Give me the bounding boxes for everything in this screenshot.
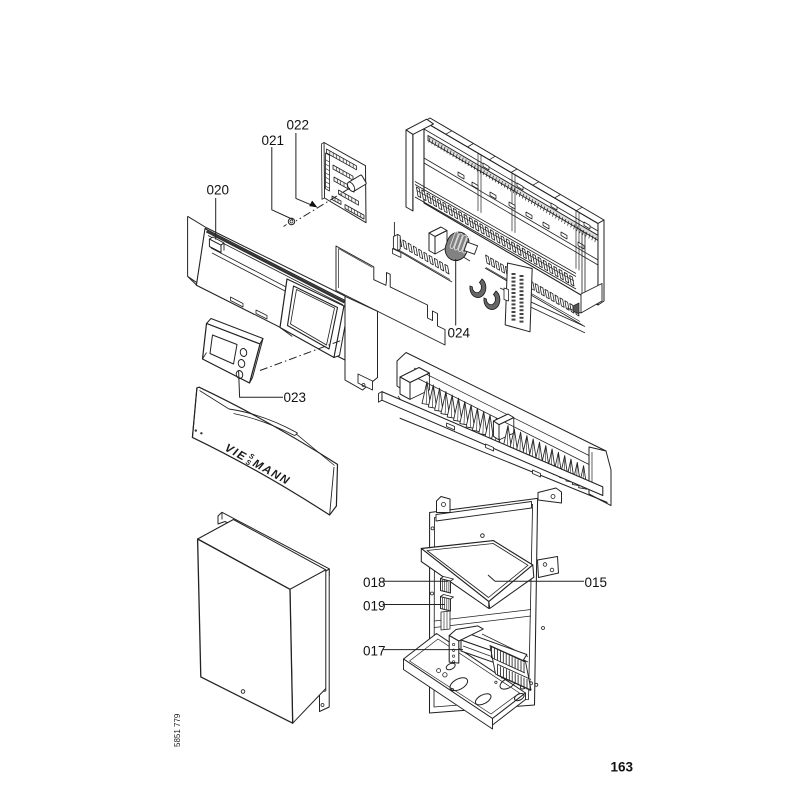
svg-text:023: 023 <box>284 390 307 405</box>
svg-text:S: S <box>248 453 256 462</box>
svg-text:021: 021 <box>262 133 285 148</box>
svg-text:S: S <box>244 459 252 468</box>
svg-text:020: 020 <box>207 183 230 198</box>
svg-text:163: 163 <box>611 760 634 775</box>
svg-text:022: 022 <box>287 118 310 133</box>
svg-text:015: 015 <box>585 575 608 590</box>
svg-text:5851 779: 5851 779 <box>173 713 182 747</box>
svg-text:024: 024 <box>448 326 471 341</box>
svg-text:018: 018 <box>363 575 386 590</box>
svg-text:019: 019 <box>363 599 386 614</box>
svg-text:017: 017 <box>363 644 386 659</box>
